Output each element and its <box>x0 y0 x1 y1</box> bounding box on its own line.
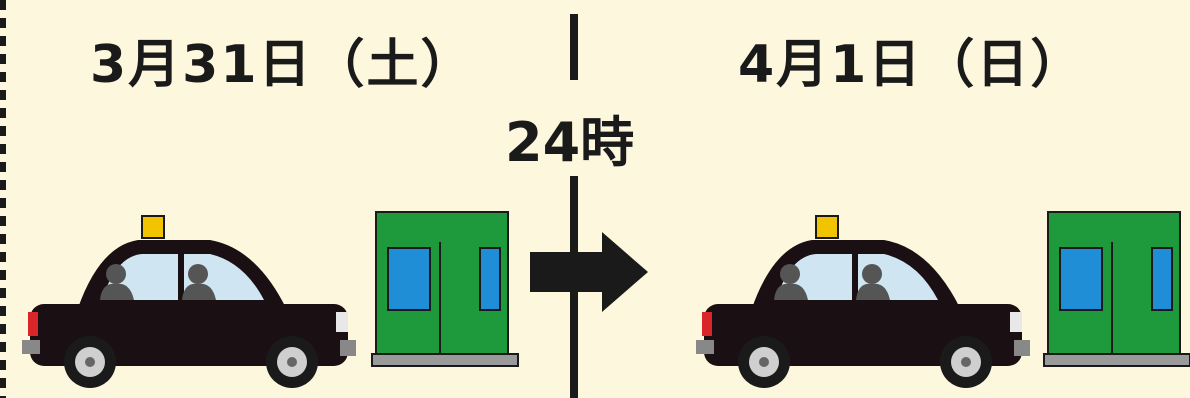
taxi-icon <box>696 215 1030 388</box>
ticket-gate-icon <box>371 211 519 367</box>
after-date-label: 4月1日（日） <box>738 35 1085 95</box>
midnight-line-top <box>570 14 578 80</box>
taxi-icon <box>22 215 356 388</box>
before-date-label: 3月31日（土） <box>90 35 475 95</box>
dashed-border <box>0 0 6 398</box>
right-arrow-icon <box>530 232 648 312</box>
midnight-time-label: 24時 <box>505 111 635 174</box>
ticket-gate-icon <box>1043 211 1190 367</box>
